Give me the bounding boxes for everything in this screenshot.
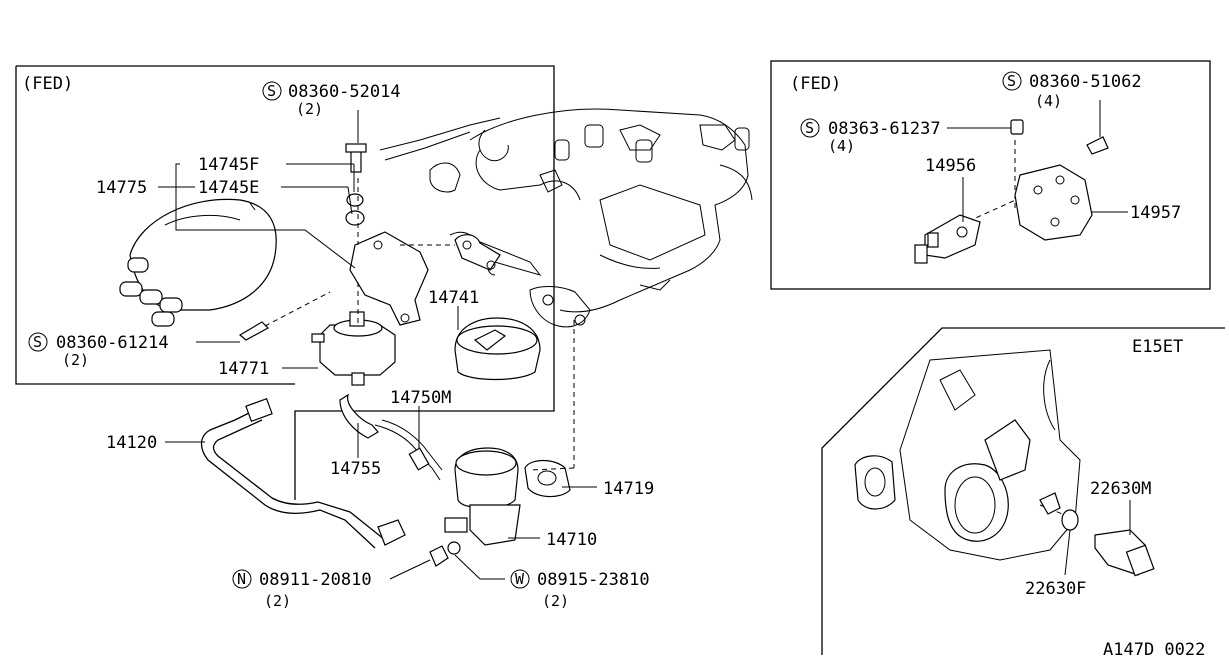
- qty-08360-52014: (2): [296, 100, 323, 118]
- e15et-engine-drawing: [854, 349, 1155, 577]
- part-14745F: 14745F: [198, 155, 259, 175]
- part-14745E: 14745E: [198, 178, 259, 198]
- s-letter-52014: S: [267, 82, 276, 100]
- s-letter-51062: S: [1007, 72, 1016, 90]
- part-08360-61214: 08360-61214: [56, 333, 169, 353]
- fed-frame-left: [15, 65, 555, 500]
- part-08915-23810: 08915-23810: [537, 570, 650, 590]
- part-14750M: 14750M: [390, 388, 451, 408]
- part-14710: 14710: [546, 530, 597, 550]
- distributor-cap-drawing: [119, 198, 277, 327]
- part-08360-51062: 08360-51062: [1029, 72, 1142, 92]
- qty-08360-51062: (4): [1035, 92, 1062, 110]
- n-symbol-20810: [232, 569, 252, 589]
- part-14719: 14719: [603, 479, 654, 499]
- qty-08363-61237: (4): [828, 137, 855, 155]
- fed-right-drawing: [914, 119, 1109, 264]
- egr-tube-and-valve-drawing: [200, 393, 571, 567]
- part-22630M: 22630M: [1090, 479, 1151, 499]
- w-symbol-23810: [510, 569, 530, 589]
- part-14775: 14775: [96, 178, 147, 198]
- part-14956: 14956: [925, 156, 976, 176]
- labels: (FED) (FED) E15ET A147D 0022 S 08360-520…: [22, 71, 1205, 660]
- part-22630F: 22630F: [1025, 579, 1086, 599]
- s-letter-61237: S: [805, 119, 814, 137]
- bracket-and-bpt-valve-drawing: [238, 143, 541, 386]
- diagram-code: A147D 0022: [1103, 640, 1205, 660]
- fed-right-label: (FED): [790, 74, 841, 94]
- s-letter-61214: S: [33, 333, 42, 351]
- part-14120: 14120: [106, 433, 157, 453]
- part-14755: 14755: [330, 459, 381, 479]
- part-14741: 14741: [428, 288, 479, 308]
- w-letter-23810: W: [515, 570, 525, 588]
- part-08363-61237: 08363-61237: [828, 119, 941, 139]
- part-08360-52014: 08360-52014: [288, 82, 401, 102]
- e15et-frame: [821, 327, 1225, 655]
- part-08911-20810: 08911-20810: [259, 570, 372, 590]
- fed-left-label: (FED): [22, 74, 73, 94]
- s-symbol-61214: [28, 332, 48, 352]
- qty-08911-20810: (2): [264, 592, 291, 610]
- s-symbol-61237: [800, 118, 820, 138]
- qty-08360-61214: (2): [62, 351, 89, 369]
- e15et-label: E15ET: [1132, 337, 1183, 357]
- part-14771: 14771: [218, 359, 269, 379]
- s-symbol-52014: [262, 81, 282, 101]
- leader-lines: [158, 100, 1131, 580]
- qty-08915-23810: (2): [542, 592, 569, 610]
- part-14957: 14957: [1130, 203, 1181, 223]
- n-letter-20810: N: [237, 570, 246, 588]
- s-symbol-51062: [1002, 71, 1022, 91]
- fed-frame-right: [770, 60, 1211, 290]
- intake-manifold-drawing: [379, 108, 753, 328]
